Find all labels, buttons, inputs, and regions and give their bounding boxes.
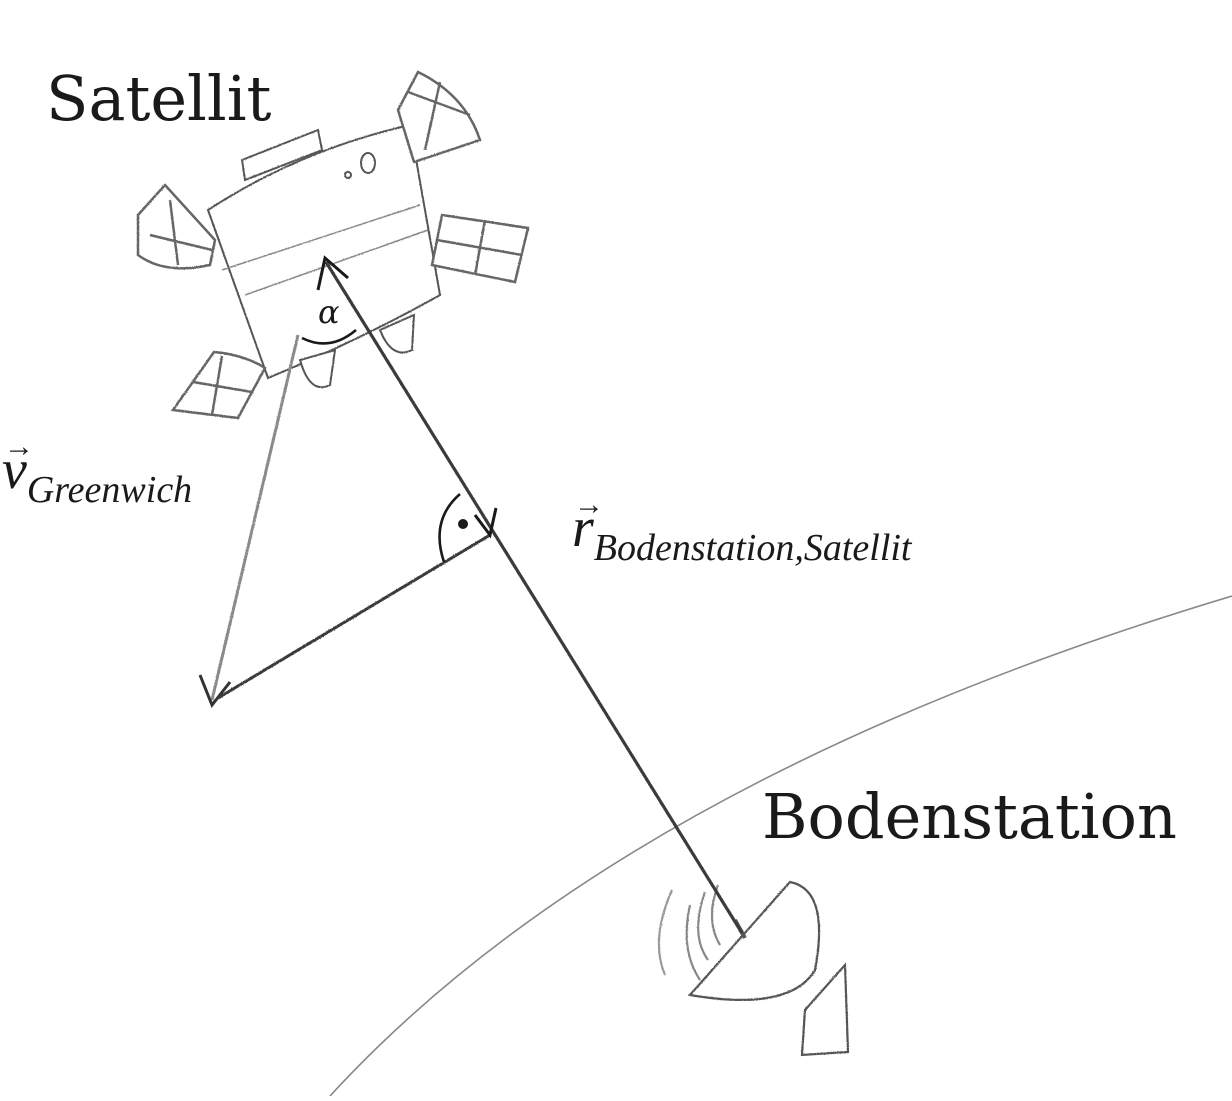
position-vector-label: → rBodenstation,Satellit <box>572 488 912 569</box>
right-angle-arc <box>438 493 461 563</box>
right-angle-dot <box>458 519 468 529</box>
foot-point-arrowhead <box>473 507 498 539</box>
velocity-vector-label: → vGreenwich <box>2 430 192 511</box>
satellite-label: Satellit <box>46 62 272 135</box>
projection-vector-line <box>217 533 491 700</box>
velocity-vector-line <box>210 334 300 701</box>
velocity-vector-symbol: v <box>2 439 27 501</box>
position-vector-subscript: Bodenstation,Satellit <box>593 527 912 569</box>
ground-station-dish-icon <box>657 880 850 1057</box>
ground-station-label: Bodenstation <box>762 780 1177 853</box>
vector-arrow-icon: → <box>4 430 34 463</box>
position-vector-symbol: r <box>572 497 594 559</box>
satellite-icon <box>136 70 530 420</box>
earth-horizon <box>329 595 1232 1097</box>
velocity-vector-subscript: Greenwich <box>26 469 193 511</box>
vector-arrow-icon: → <box>574 488 604 521</box>
angle-alpha-arc <box>301 329 357 345</box>
position-vector-arrowhead <box>316 255 349 291</box>
velocity-vector-arrowhead <box>198 674 232 708</box>
position-vector-line <box>324 261 744 934</box>
angle-alpha-label: α <box>318 293 340 331</box>
